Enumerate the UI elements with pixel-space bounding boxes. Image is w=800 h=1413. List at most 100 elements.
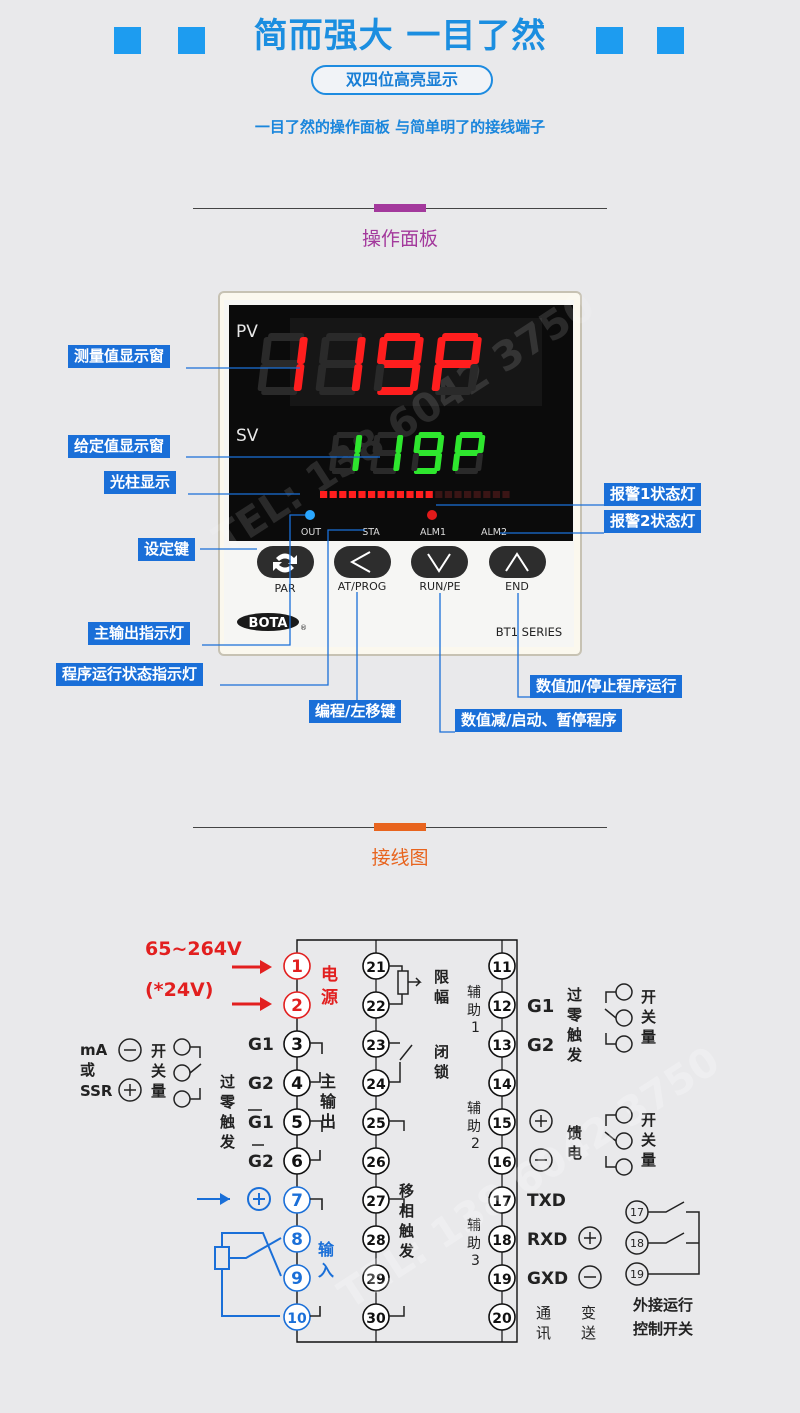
- svg-text:13: 13: [492, 1038, 511, 1054]
- aux3-label-1: 辅: [467, 1218, 481, 1234]
- phase-trigger-2: 相: [399, 1202, 414, 1220]
- terminal-25: 25: [362, 1108, 390, 1136]
- terminal-5: 5: [283, 1108, 311, 1136]
- bargraph-segment: [464, 491, 472, 498]
- svg-text:8: 8: [291, 1230, 303, 1250]
- rtd-sensor-icon: [214, 1246, 230, 1270]
- callout-pv-window: 测量值显示窗: [68, 345, 171, 368]
- svg-text:3: 3: [291, 1035, 303, 1055]
- svg-text:®: ®: [300, 624, 307, 632]
- bargraph-segment: [406, 491, 414, 498]
- input-label-2: 入: [318, 1261, 334, 1280]
- sv-label: SV: [236, 426, 259, 446]
- series-label: BT1 SERIES: [496, 625, 562, 639]
- key-label-at-prog: AT/PROG: [338, 580, 387, 593]
- aux2-label-1: 辅: [467, 1101, 481, 1117]
- terminal-4: 4: [283, 1069, 311, 1097]
- terminal-18: 18: [488, 1225, 516, 1253]
- bargraph-segment: [502, 491, 510, 498]
- plus-icon: [118, 1078, 142, 1102]
- par-key[interactable]: [257, 546, 314, 578]
- limit-label-2: 幅: [434, 988, 449, 1006]
- minus-icon: [578, 1265, 602, 1289]
- pv-digit: [315, 333, 366, 395]
- at-prog-key[interactable]: [334, 546, 391, 578]
- svg-text:19: 19: [492, 1272, 511, 1288]
- latch-label-1: 闭: [434, 1043, 449, 1061]
- header-deco-square: [657, 27, 684, 54]
- voltage-range: 65~264V: [145, 938, 242, 960]
- svg-text:10: 10: [287, 1311, 307, 1327]
- run-pe-key[interactable]: [411, 546, 468, 578]
- aux3-label-3: 3: [471, 1253, 480, 1269]
- terminal-15: 15: [488, 1108, 516, 1136]
- bargraph-segment: [377, 491, 385, 498]
- pin-label-g2: G2: [248, 1152, 274, 1172]
- indicator-alm2-label: ALM2: [481, 527, 507, 538]
- terminal-11: 11: [488, 952, 516, 980]
- header-deco-square: [178, 27, 205, 54]
- phase-trigger-1: 移: [399, 1182, 414, 1200]
- header-deco-square: [596, 27, 623, 54]
- latch-label-2: 锁: [434, 1063, 449, 1081]
- sv-digit: [411, 432, 445, 474]
- section-accent-bar: [374, 823, 426, 831]
- callout-bargraph: 光柱显示: [104, 471, 177, 494]
- alm1-led-icon: [427, 510, 437, 520]
- pin-label-g1: G1: [248, 1035, 274, 1055]
- key-label-run-pe: RUN/PE: [419, 580, 460, 593]
- pv-digit: [257, 333, 308, 395]
- ext-terminal-18: 18: [630, 1237, 644, 1250]
- terminal-24: 24: [362, 1069, 390, 1097]
- zero-cross-1: 过: [220, 1073, 235, 1091]
- svg-text:6: 6: [291, 1152, 303, 1172]
- power-label-2: 源: [321, 987, 338, 1008]
- wiring-section-title: 接线图: [371, 847, 429, 869]
- terminal-1: 1: [283, 952, 311, 980]
- switch-qty-r3: 量: [641, 1028, 656, 1046]
- aux1-label-3: 1: [471, 1020, 480, 1036]
- switch-qty-r1: 开: [641, 988, 656, 1006]
- aux3-label-2: 助: [467, 1236, 481, 1252]
- svg-text:14: 14: [492, 1077, 512, 1093]
- ma-label: mA: [80, 1041, 108, 1059]
- zero-cross-r2: 零: [566, 1006, 583, 1024]
- arrow-right-icon: [220, 1193, 230, 1205]
- bargraph-segment: [454, 491, 462, 498]
- minus-icon: [529, 1148, 553, 1172]
- bargraph-segment: [358, 491, 366, 498]
- switch-qty-3: 量: [151, 1082, 166, 1100]
- pv-digit: [373, 333, 424, 395]
- main-output-1: 主: [320, 1072, 336, 1091]
- indicator-out-label: OUT: [301, 527, 321, 538]
- terminal-28: 28: [362, 1225, 390, 1253]
- chevron-down-icon: [427, 553, 451, 573]
- indicator-sta-label: STA: [362, 527, 380, 538]
- terminal-7: 7: [283, 1186, 311, 1214]
- page-title: 简而强大 一目了然: [253, 16, 547, 56]
- bargraph: [320, 491, 510, 498]
- terminal-17: 17: [488, 1186, 516, 1214]
- terminal-10: 10: [283, 1303, 311, 1331]
- svg-text:18: 18: [492, 1233, 511, 1249]
- section-accent-bar: [374, 204, 426, 212]
- bargraph-segment: [444, 491, 452, 498]
- chevron-left-icon: [349, 551, 371, 573]
- terminal-26: 26: [362, 1147, 390, 1175]
- pv-display: [257, 333, 482, 395]
- svg-text:23: 23: [366, 1038, 385, 1054]
- bargraph-segment: [320, 491, 328, 498]
- txd-label: TXD: [527, 1191, 566, 1211]
- brand-name: BOTA: [249, 616, 288, 631]
- bargraph-segment: [483, 491, 491, 498]
- callout-alarm2-led: 报警2状态灯: [604, 510, 702, 533]
- bargraph-segment: [368, 491, 376, 498]
- transmit-label-1: 变: [581, 1304, 596, 1322]
- rxd-label: RXD: [527, 1230, 567, 1250]
- aux1-label-2: 助: [467, 1003, 481, 1019]
- svg-text:27: 27: [366, 1194, 385, 1210]
- end-key[interactable]: [489, 546, 546, 578]
- svg-text:4: 4: [291, 1074, 303, 1094]
